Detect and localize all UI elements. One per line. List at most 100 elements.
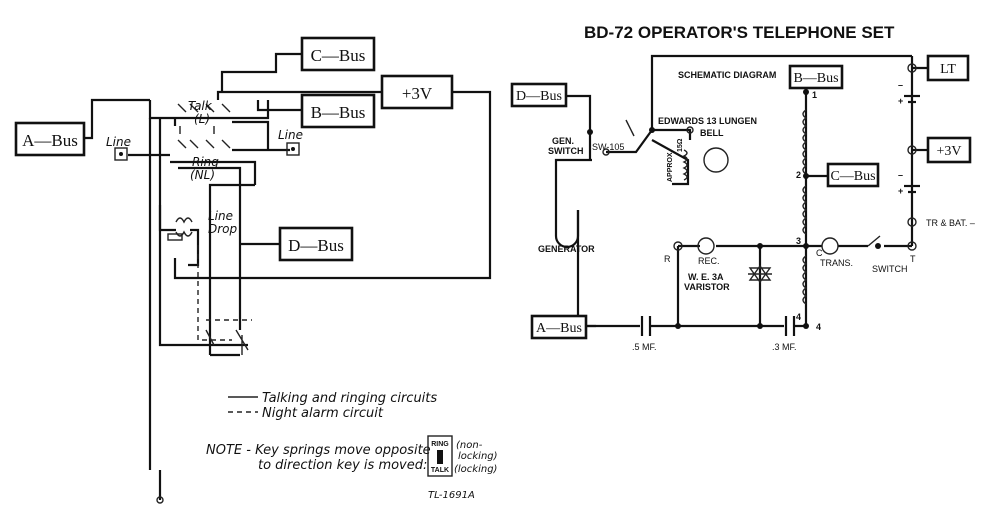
ohms-label: 15Ω bbox=[677, 138, 684, 152]
induction-coil-middle bbox=[802, 185, 808, 235]
note-key-top: RING bbox=[431, 441, 449, 448]
induction-coil-upper bbox=[802, 109, 808, 175]
gen-switch-label-2: SWITCH bbox=[548, 146, 584, 156]
left-a-bus-label: A—Bus bbox=[22, 131, 78, 150]
capacitor-05 bbox=[640, 316, 652, 336]
line-left-label: Line bbox=[106, 135, 131, 149]
alarm-contact bbox=[205, 329, 249, 355]
switch-label: SWITCH bbox=[872, 264, 908, 274]
left-a-bus-box bbox=[14, 121, 86, 157]
line-jack-right bbox=[286, 142, 300, 156]
line-drop-coil bbox=[167, 217, 193, 241]
left-legend: Talking and ringing circuits Night alarm… bbox=[228, 391, 437, 421]
cap1-label: .5 MF. bbox=[632, 342, 657, 352]
left-note: NOTE - Key springs move opposite to dire… bbox=[206, 435, 498, 477]
varistor-icon bbox=[748, 264, 772, 284]
capacitor-03 bbox=[784, 316, 796, 336]
ring-sub-label: (NL) bbox=[190, 168, 215, 182]
right-c-bus-label: C—Bus bbox=[830, 169, 875, 184]
varistor-label-1: W. E. 3A bbox=[688, 272, 724, 282]
transmitter-icon bbox=[821, 237, 839, 255]
generator-loop bbox=[554, 210, 580, 249]
approx-label: APPROX. bbox=[667, 150, 674, 182]
right-lt-label: LT bbox=[940, 62, 956, 77]
left-b-bus-box bbox=[300, 93, 376, 129]
t-label: T bbox=[910, 254, 916, 264]
varistor-label-2: VARISTOR bbox=[684, 282, 730, 292]
note-nonlocking-1: (non- bbox=[456, 440, 483, 451]
note-line-2: to direction key is moved: bbox=[258, 458, 427, 473]
left-wiring bbox=[84, 52, 492, 500]
right-b-bus-label: B—Bus bbox=[793, 71, 838, 86]
note-locking: (locking) bbox=[454, 464, 497, 475]
line-drop-label-2: Drop bbox=[208, 222, 238, 236]
legend-dashed-label: Night alarm circuit bbox=[262, 406, 384, 421]
note-line-1: NOTE - Key springs move opposite bbox=[206, 443, 431, 458]
right-wiring bbox=[554, 54, 932, 328]
note-key-bottom: TALK bbox=[431, 467, 449, 474]
battery-2 bbox=[904, 184, 920, 194]
tr-bat-label: TR & BAT. – bbox=[926, 218, 975, 228]
right-subtitle: SCHEMATIC DIAGRAM bbox=[678, 70, 776, 80]
left-c-bus-box bbox=[300, 36, 376, 72]
battery-2-plus: + bbox=[898, 186, 903, 196]
note-key-icon bbox=[427, 435, 453, 477]
battery-1-minus: – bbox=[898, 80, 903, 90]
left-schematic: A—Bus C—Bus +3V B—Bus D—Bus Talk (L) Rin… bbox=[14, 36, 498, 504]
battery-1-plus: + bbox=[898, 96, 903, 106]
right-plus3v-label: +3V bbox=[936, 144, 961, 159]
right-terminals bbox=[575, 63, 917, 329]
note-nonlocking-2: locking) bbox=[458, 451, 498, 462]
node-4a-label: 4 bbox=[796, 312, 801, 322]
generator-label: GENERATOR bbox=[538, 244, 595, 254]
node-2-label: 2 bbox=[796, 170, 801, 180]
right-a-bus-box bbox=[530, 314, 588, 340]
right-plus3v-box bbox=[926, 136, 972, 164]
right-schematic: BD-72 OPERATOR'S TELEPHONE SET SCHEMATIC… bbox=[510, 23, 975, 352]
trans-label: TRANS. bbox=[820, 258, 853, 268]
left-d-bus-box bbox=[278, 226, 354, 262]
line-right-label: Line bbox=[278, 128, 303, 142]
line-jack-left bbox=[114, 147, 128, 161]
right-d-bus-label: D—Bus bbox=[516, 89, 562, 104]
node-3-label: 3 bbox=[796, 236, 801, 246]
left-c-bus-label: C—Bus bbox=[311, 46, 366, 65]
right-title: BD-72 OPERATOR'S TELEPHONE SET bbox=[584, 23, 895, 42]
right-a-bus-label: A—Bus bbox=[536, 321, 582, 336]
talk-sub-label: (L) bbox=[194, 112, 210, 126]
node-1-label: 1 bbox=[812, 90, 817, 100]
bell-icon bbox=[703, 147, 729, 173]
left-plus3v-box bbox=[380, 74, 454, 110]
sw105-label: SW-105 bbox=[592, 142, 624, 152]
receiver-icon bbox=[697, 237, 715, 255]
gen-switch-label-1: GEN. bbox=[552, 136, 574, 146]
legend-solid-label: Talking and ringing circuits bbox=[262, 391, 437, 406]
induction-coil-lower bbox=[802, 255, 808, 305]
talk-ring-key bbox=[177, 103, 231, 149]
battery-2-minus: – bbox=[898, 170, 903, 180]
hook-switch-icon bbox=[867, 235, 881, 247]
battery-1 bbox=[904, 94, 920, 104]
bell-label-2: BELL bbox=[700, 128, 724, 138]
left-d-bus-label: D—Bus bbox=[288, 236, 344, 255]
talk-label: Talk bbox=[188, 99, 213, 113]
left-plus3v-label: +3V bbox=[402, 84, 433, 103]
ground-terminal bbox=[156, 496, 164, 504]
right-d-bus-box bbox=[510, 82, 568, 108]
right-c-bus-box bbox=[826, 162, 880, 188]
right-lt-box bbox=[926, 54, 970, 82]
sw105-lever-icon bbox=[625, 119, 635, 137]
figure-id: TL-1691A bbox=[428, 490, 475, 501]
rec-label: REC. bbox=[698, 256, 720, 266]
c-label: C bbox=[816, 248, 823, 258]
r-label: R bbox=[664, 254, 671, 264]
node-4b-label: 4 bbox=[816, 322, 821, 332]
bell-coil-icon bbox=[682, 149, 688, 181]
right-b-bus-box bbox=[788, 64, 844, 90]
line-drop-label-1: Line bbox=[208, 209, 233, 223]
bell-label-1: EDWARDS 13 LUNGEN bbox=[658, 116, 757, 126]
cap2-label: .3 MF. bbox=[772, 342, 797, 352]
ring-label: Ring bbox=[192, 155, 219, 169]
left-b-bus-label: B—Bus bbox=[311, 103, 366, 122]
